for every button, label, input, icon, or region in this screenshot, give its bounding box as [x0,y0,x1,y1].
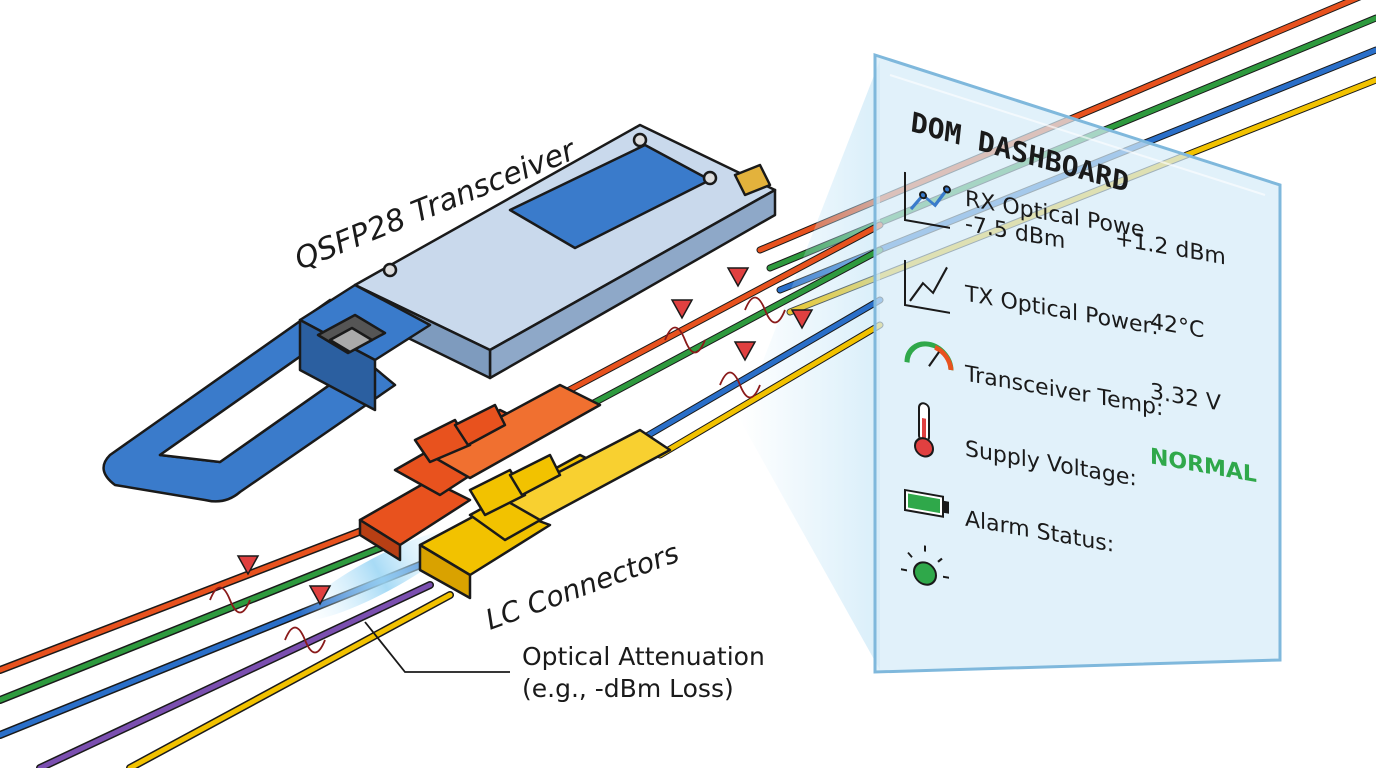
lc-connector-orange [358,383,602,562]
attenuation-leader-line [364,621,510,673]
attenuation-label-line2: (e.g., -dBm Loss) [522,674,734,703]
gold-contacts [733,163,772,197]
lower-fiber-bundle [0,516,454,768]
screw-2 [632,132,648,148]
screw-1 [382,262,398,278]
marker-triangle [790,309,814,330]
connectors-label: LC Connectors [481,536,683,636]
marker-triangle [733,341,757,362]
qsfp28-transceiver [102,123,777,503]
screw-3 [702,170,718,186]
rising-chart-icon [904,259,950,314]
dashboard-glass [873,52,1282,674]
lc-connector-yellow [418,428,672,600]
marker-triangle [236,555,260,576]
marker-triangle [670,299,694,320]
battery-icon [904,488,949,518]
attenuation-squiggles [209,296,786,654]
attenuation-markers [236,267,814,606]
line-chart-icon [904,171,951,229]
dom-dashboard: DOM DASHBOARD RX Optical Powe -7.5 dBm +… [873,52,1282,674]
attenuation-label-line1: Optical Attenuation [522,642,765,671]
mid-fiber-bundle [556,221,884,459]
status-light-icon [901,545,949,586]
gauge-icon [904,341,954,371]
thermometer-icon [914,402,934,458]
marker-triangle [726,267,750,288]
pull-tab [102,298,397,503]
marker-triangle [308,585,332,606]
